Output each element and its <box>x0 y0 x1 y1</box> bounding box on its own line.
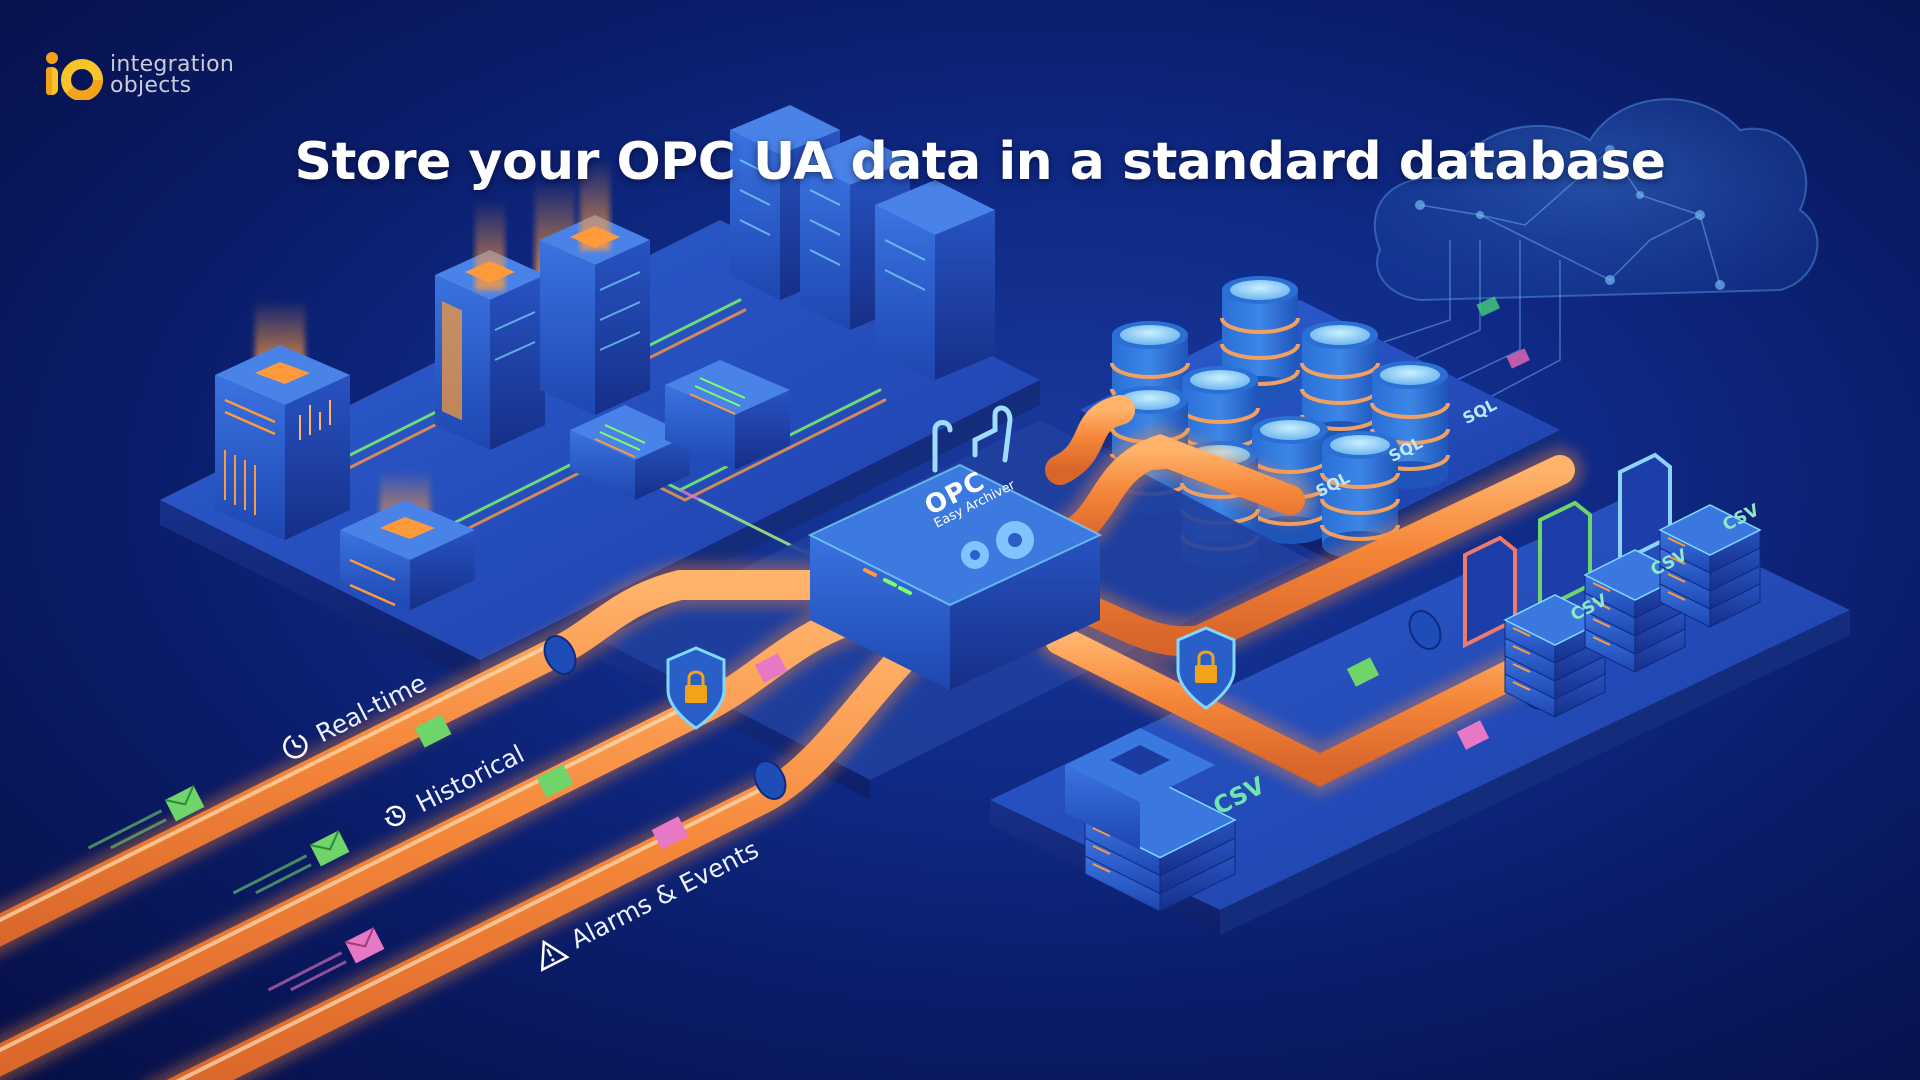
envelope-icons <box>87 653 1490 992</box>
clock-refresh-icon <box>283 733 308 759</box>
server-unit <box>1065 728 1215 850</box>
logo-name-line2: objects <box>110 73 192 98</box>
server-unit <box>215 300 350 540</box>
server-rack-glowing <box>435 160 650 450</box>
stream-label-alarms-events: Alarms & Events <box>528 834 763 974</box>
document-icons <box>1463 452 1672 649</box>
shield-lock-icon <box>666 646 726 730</box>
warning-icon <box>540 939 570 972</box>
shield-lock-icon <box>1176 626 1236 710</box>
csv-server-stack <box>1503 594 1607 718</box>
opc-easy-archiver-hub <box>807 405 1103 690</box>
server-unit <box>340 470 475 610</box>
database-cylinder-icon <box>1220 276 1300 404</box>
io-logo-mark-icon <box>42 50 104 101</box>
cloud-network-icon <box>1299 98 1819 451</box>
network-switch <box>570 360 790 500</box>
integration-objects-logo[interactable]: integration objects <box>42 50 235 101</box>
server-rack <box>730 105 995 380</box>
page-headline: Store your OPC UA data in a standard dat… <box>294 132 1667 192</box>
stream-label-historical: Historical <box>375 738 529 836</box>
logo-name-line1: integration <box>110 52 235 77</box>
gear-icon <box>961 521 1034 569</box>
history-icon <box>384 805 406 827</box>
csv-server-stacks <box>1065 504 1762 913</box>
csv-server-stack <box>1658 504 1762 628</box>
stream-label-realtime: Real-time <box>275 667 431 766</box>
